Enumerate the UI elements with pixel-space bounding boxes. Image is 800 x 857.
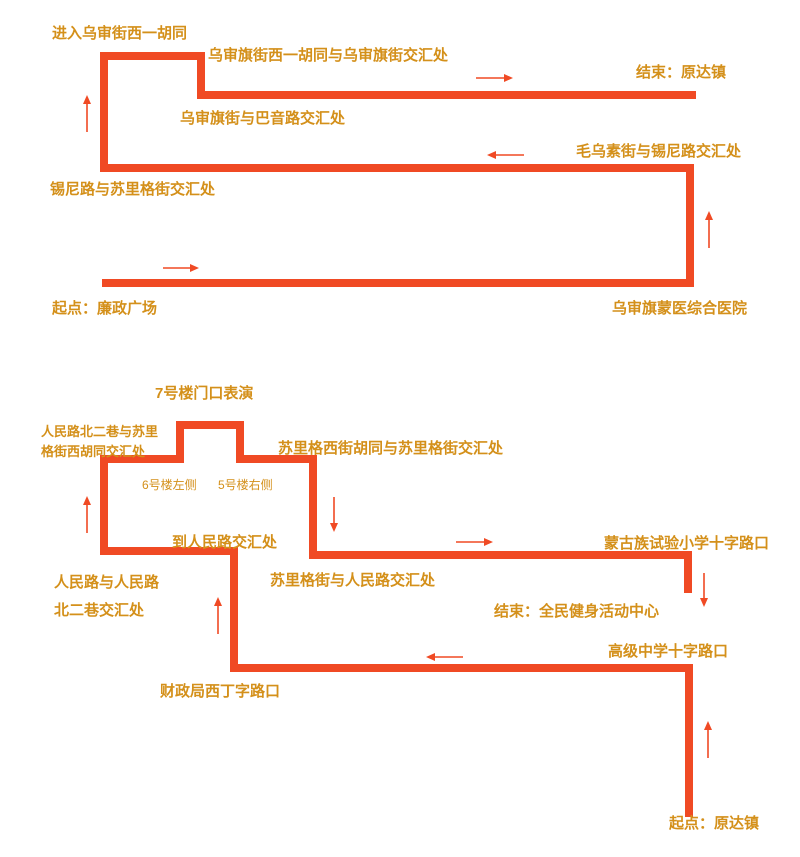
label-to-renmin: 到人民路交汇处 [172, 534, 278, 551]
label-renmin-b: 北二巷交汇处 [54, 602, 145, 619]
label-junction-bayin: 乌审旗街与巴音路交汇处 [180, 110, 346, 127]
label-junction-top: 乌审旗街西一胡同与乌审旗街交汇处 [208, 47, 449, 64]
label-end: 结束：原达镇 [636, 64, 727, 81]
label-bldg6: 6号楼左侧 [142, 478, 197, 492]
label-high-school: 高级中学十字路口 [608, 643, 729, 660]
arrow-down-icon [330, 497, 338, 532]
label-finance: 财政局西丁字路口 [160, 683, 281, 700]
label-junction-maowusu: 毛乌素街与锡尼路交汇处 [576, 143, 742, 160]
label-bldg5: 5号楼右侧 [218, 478, 273, 492]
arrow-left-icon [426, 653, 463, 661]
label-junction-xini: 锡尼路与苏里格街交汇处 [50, 181, 216, 198]
label-enter: 进入乌审街西一胡同 [52, 25, 188, 42]
arrow-down-icon [700, 573, 708, 607]
arrow-right-icon [456, 538, 493, 546]
label-mongol-school: 蒙古族试验小学十字路口 [604, 535, 770, 552]
route-line-2 [100, 421, 693, 817]
arrow-right-icon [163, 264, 199, 272]
arrow-left-icon [487, 151, 524, 159]
arrow-up-icon [214, 597, 222, 634]
label-end-2: 结束：全民健身活动中心 [494, 603, 660, 620]
arrow-up-icon [704, 721, 712, 758]
arrow-right-icon [476, 74, 513, 82]
arrow-up-icon [83, 496, 91, 533]
label-suligexi: 苏里格西街胡同与苏里格街交汇处 [278, 440, 504, 457]
label-start-2: 起点：原达镇 [669, 815, 760, 832]
arrow-up-icon [705, 211, 713, 248]
label-stage: 7号楼门口表演 [155, 385, 254, 402]
label-renmin-north2-a: 人民路北二巷与苏里 [41, 424, 159, 439]
label-start: 起点：廉政广场 [52, 300, 158, 317]
arrow-up-icon [83, 95, 91, 132]
label-sulige-renmin: 苏里格街与人民路交汇处 [270, 572, 436, 589]
label-renmin-north2-b: 格街西胡同交汇处 [41, 444, 146, 459]
label-hospital: 乌审旗蒙医综合医院 [612, 300, 748, 317]
label-renmin-a: 人民路与人民路 [54, 574, 160, 591]
route-line-1 [100, 52, 696, 287]
